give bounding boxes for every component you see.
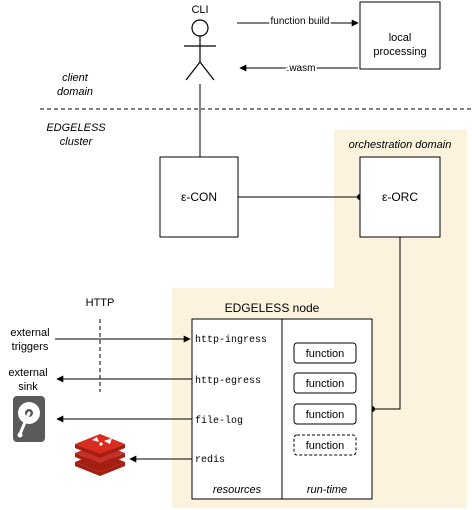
client-domain-label-2: domain [57, 86, 93, 98]
local-processing-box[interactable] [359, 1, 441, 70]
person-icon [184, 19, 216, 81]
cluster-label-1: EDGELESS [46, 122, 106, 134]
function-box-2[interactable] [293, 372, 357, 394]
econ-box[interactable] [159, 156, 239, 238]
function-label-1: function [306, 348, 345, 360]
function-box-3[interactable] [293, 403, 357, 425]
redis-icon [75, 434, 125, 476]
function-box-4[interactable] [293, 434, 357, 456]
local-processing-label-2: processing [373, 46, 426, 58]
runtime-label: run-time [307, 484, 347, 496]
resource-http-egress: http-egress [195, 375, 261, 387]
function-build-label: function build [271, 16, 330, 27]
function-label-2: function [306, 378, 345, 390]
external-triggers-label-1: external [10, 327, 49, 339]
external-triggers-label-2: triggers [12, 341, 49, 353]
resources-label: resources [213, 484, 262, 496]
http-label: HTTP [86, 297, 115, 309]
client-domain-label-1: client [62, 72, 89, 84]
resource-http-ingress: http-ingress [195, 334, 267, 346]
orc-node-link [372, 237, 401, 410]
function-label-4: function [306, 440, 345, 452]
function-label-3: function [306, 409, 345, 421]
wasm-label: .wasm [287, 63, 316, 74]
local-processing-label-1: local [389, 32, 412, 44]
resource-redis: redis [195, 454, 225, 466]
resource-file-log: file-log [195, 415, 243, 427]
orchestration-domain-label: orchestration domain [349, 139, 452, 151]
function-box-1[interactable] [293, 342, 357, 364]
cli-label: CLI [191, 4, 208, 16]
eorc-label: ε-ORC [382, 190, 418, 204]
external-sink-label-2: sink [18, 381, 38, 393]
econ-label: ε-CON [181, 190, 217, 204]
edgeless-node-title: EDGELESS node [225, 301, 320, 315]
hard-drive-icon [13, 396, 45, 442]
eorc-box[interactable] [359, 156, 441, 238]
external-sink-label-1: external [8, 367, 47, 379]
cluster-label-2: cluster [60, 136, 94, 148]
